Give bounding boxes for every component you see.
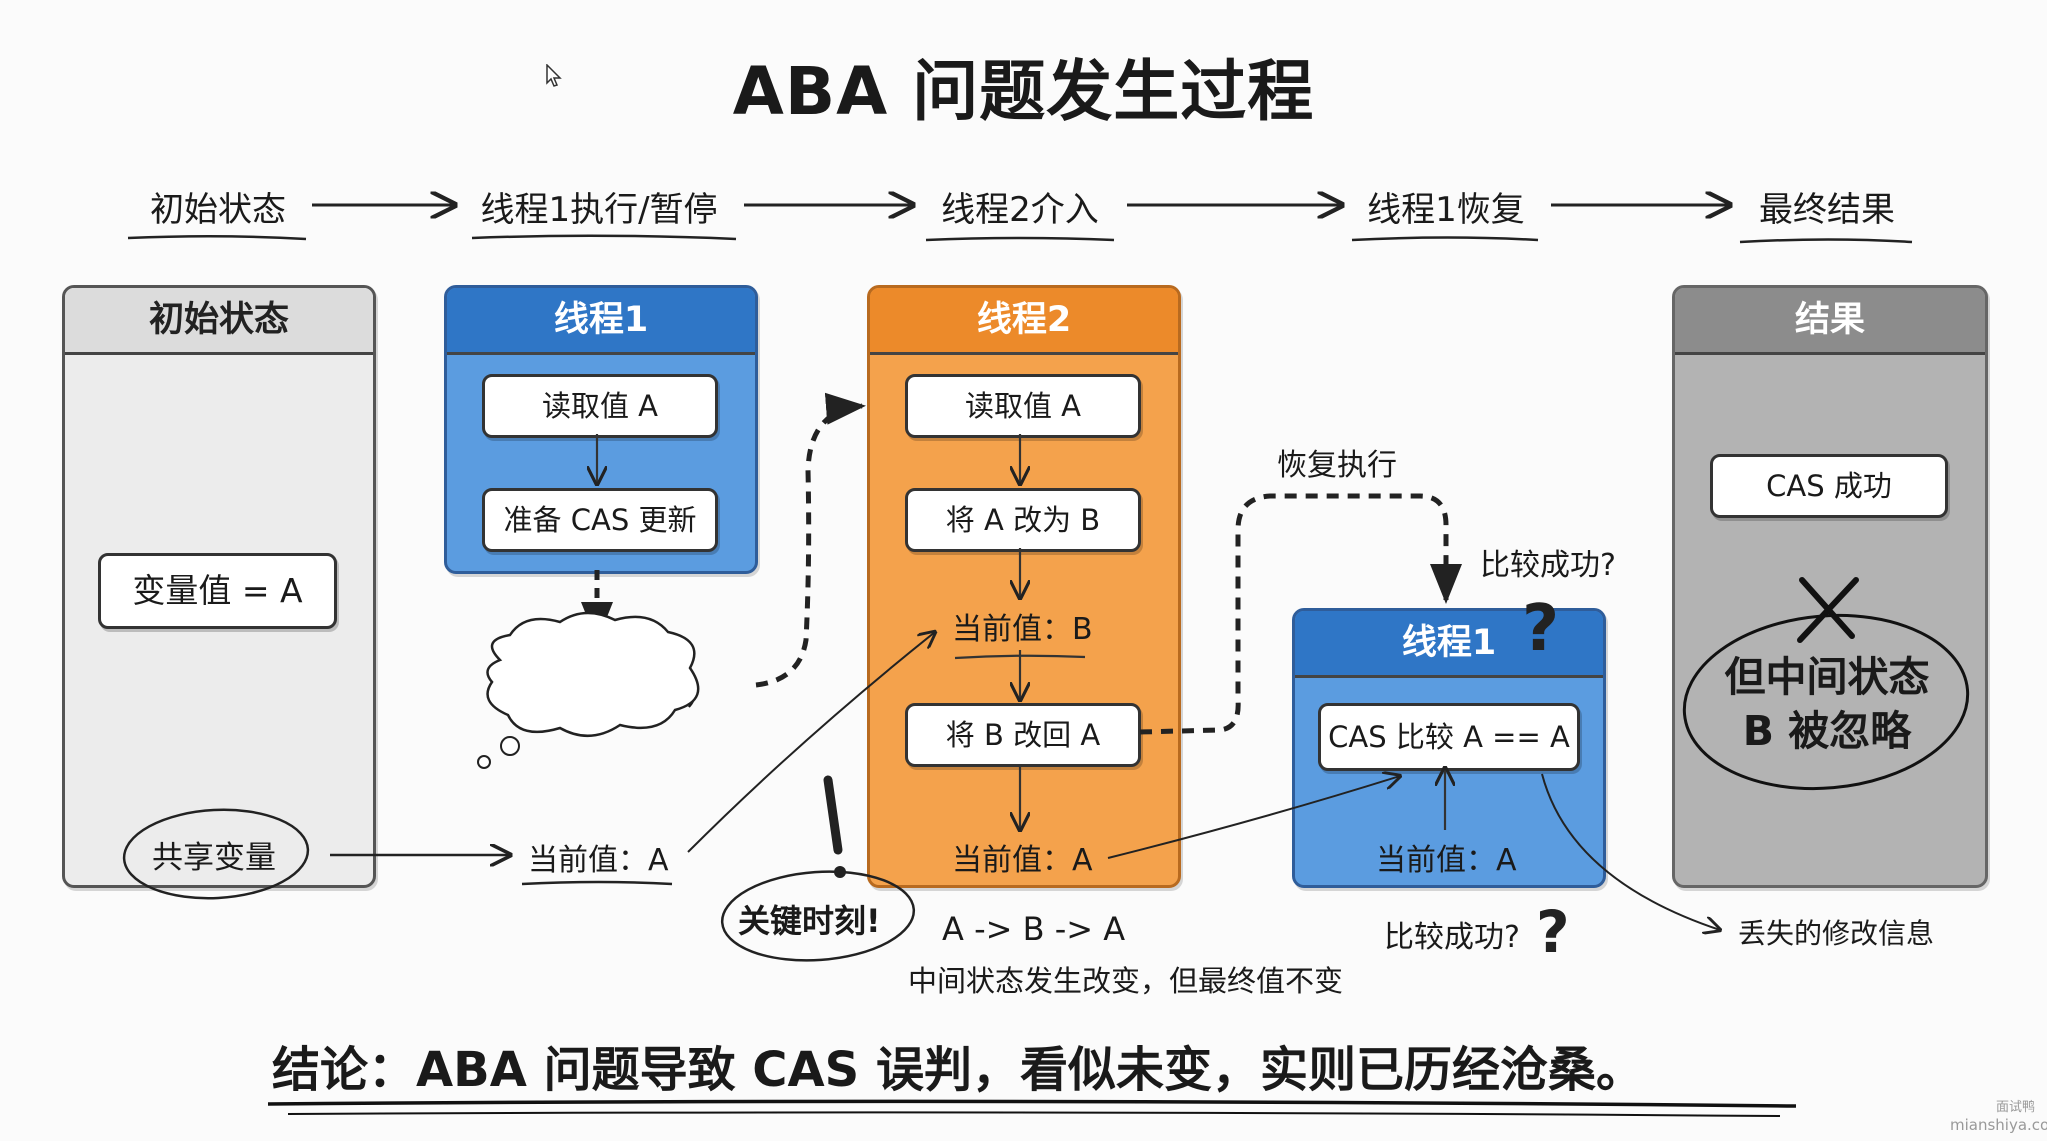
scheduled-away-label: ↓ （被调度走）: [502, 678, 717, 713]
compare-success-question-top: 比较成功?: [1480, 548, 1616, 583]
mouse-cursor-icon: [546, 64, 562, 87]
thread1-resume-header: 线程1: [1295, 611, 1603, 678]
thread1-header: 线程1: [447, 288, 755, 355]
lost-info-label: 丢失的修改信息: [1738, 917, 1935, 950]
interleave-arrow: [755, 392, 866, 688]
aba-description-label: 中间状态发生改变，但最终值不变: [908, 964, 1344, 998]
stage-final: 最终结果: [1759, 190, 1895, 230]
watermark-name: 面试鸭: [1996, 1100, 2036, 1115]
key-moment-label: 关键时刻!: [738, 902, 881, 940]
thread2-header: 线程2: [870, 288, 1178, 355]
thread2-revert-b-to-a: 将 B 改回 A: [905, 703, 1141, 767]
cas-success-box: CAS 成功: [1710, 454, 1948, 518]
shared-variable-label: 共享变量: [152, 840, 276, 876]
thread1-prepare-cas: 准备 CAS 更新: [482, 488, 718, 552]
current-value-a-label: 当前值：A: [528, 843, 669, 878]
result-panel: 结果: [1672, 285, 1988, 888]
thread2-change-a-to-b: 将 A 改为 B: [905, 488, 1141, 552]
compare-success-question-bottom: 比较成功?: [1384, 920, 1520, 955]
watermark-url: mianshiya.com: [1950, 1116, 2047, 1134]
exclamation-icon: [823, 775, 843, 855]
thread2-current-a: 当前值：A: [952, 843, 1093, 878]
question-mark-icon-2: ?: [1536, 898, 1570, 966]
thread2-current-b: 当前值：B: [952, 612, 1093, 647]
stage-underlines: [127, 234, 1913, 244]
thread1-current-a: 当前值：A: [1376, 843, 1517, 878]
resume-execution-label: 恢复执行: [1277, 448, 1397, 483]
conclusion-underline: [267, 1099, 1797, 1108]
initial-state-header: 初始状态: [65, 288, 373, 355]
result-header: 结果: [1675, 288, 1985, 355]
aba-sequence-label: A -> B -> A: [942, 910, 1126, 948]
variable-value-box: 变量值 = A: [98, 553, 337, 629]
cas-compare-box: CAS 比较 A == A: [1318, 703, 1580, 771]
state-b-ignored-note: 但中间状态 B 被忽略: [1724, 653, 1930, 755]
thread2-read-a: 读取值 A: [905, 374, 1141, 438]
stage-initial: 初始状态: [150, 190, 286, 230]
stage-thread1-run: 线程1执行/暂停: [480, 190, 718, 230]
thread1-read-a: 读取值 A: [482, 374, 718, 438]
stage-thread1-resume: 线程1恢复: [1367, 190, 1525, 230]
conclusion-text: 结论：ABA 问题导致 CAS 误判，看似未变，实则已历经沧桑。: [272, 1042, 1644, 1098]
stage-thread2: 线程2介入: [941, 190, 1099, 230]
page-title: ABA 问题发生过程: [732, 53, 1315, 130]
